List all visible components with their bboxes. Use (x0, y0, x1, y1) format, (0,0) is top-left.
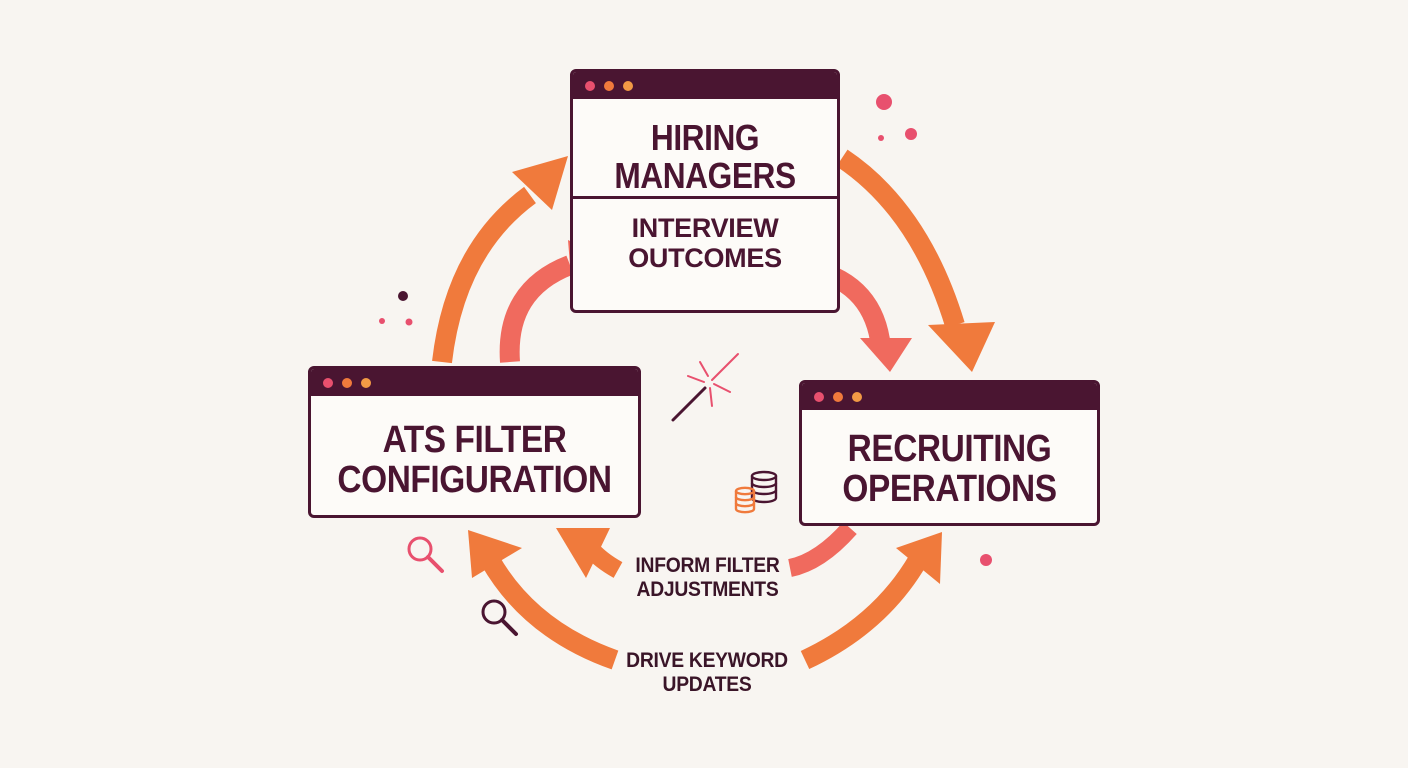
window-dot-icon (833, 391, 843, 402)
decor-dot (405, 318, 413, 326)
hiring-managers-title: HIRING MANAGERS (589, 99, 821, 196)
window-dot-icon (623, 80, 633, 91)
arrow-hiring-to-recruiting (836, 149, 995, 372)
window-dot-icon (604, 80, 614, 91)
window-titlebar (311, 369, 638, 396)
hiring-managers-node: HIRING MANAGERS INTERVIEW OUTCOMES (570, 69, 840, 313)
label-line: UPDATES (662, 672, 752, 696)
window-titlebar (573, 72, 837, 99)
title-line: MANAGERS (614, 154, 796, 196)
sub-line: INTERVIEW (631, 213, 779, 243)
arrow-inform-filter (556, 521, 857, 578)
arrow-drive-keyword (468, 530, 942, 670)
drive-keyword-label: DRIVE KEYWORD UPDATES (619, 649, 795, 697)
recruiting-operations-node: RECRUITING OPERATIONS (799, 380, 1100, 526)
window-titlebar (802, 383, 1097, 410)
window-dot-icon (814, 391, 824, 402)
decor-dot (980, 554, 992, 566)
recruiting-operations-title: RECRUITING OPERATIONS (820, 410, 1080, 510)
inform-filter-label: INFORM FILTER ADJUSTMENTS (627, 554, 788, 602)
sub-line: OUTCOMES (628, 243, 782, 274)
decor-dot (379, 318, 385, 324)
label-line: DRIVE KEYWORD (626, 649, 788, 672)
decor-dot (876, 94, 892, 110)
ats-filter-node: ATS FILTER CONFIGURATION (308, 366, 641, 518)
label-line: INFORM FILTER (635, 554, 780, 577)
database-icon (734, 470, 778, 514)
window-dot-icon (585, 80, 595, 91)
window-dot-icon (323, 377, 333, 388)
window-dot-icon (852, 391, 862, 402)
window-dot-icon (361, 377, 371, 388)
title-line: CONFIGURATION (337, 458, 612, 501)
decor-dot (905, 128, 917, 140)
interview-outcomes-panel: INTERVIEW OUTCOMES (573, 196, 837, 310)
arrow-ats-to-hiring (432, 156, 568, 364)
window-dot-icon (342, 377, 352, 388)
ats-filter-title: ATS FILTER CONFIGURATION (331, 396, 619, 501)
title-line: RECRUITING (847, 428, 1052, 470)
title-line: OPERATIONS (842, 467, 1057, 510)
label-line: ADJUSTMENTS (636, 577, 779, 601)
title-line: HIRING (650, 117, 760, 158)
magnifier-icon (407, 536, 444, 573)
title-line: ATS FILTER (382, 419, 567, 461)
decor-dot (878, 135, 884, 141)
magnifier-icon (481, 599, 518, 636)
decor-dot (398, 291, 408, 301)
sparkle-wand-icon (671, 353, 739, 422)
